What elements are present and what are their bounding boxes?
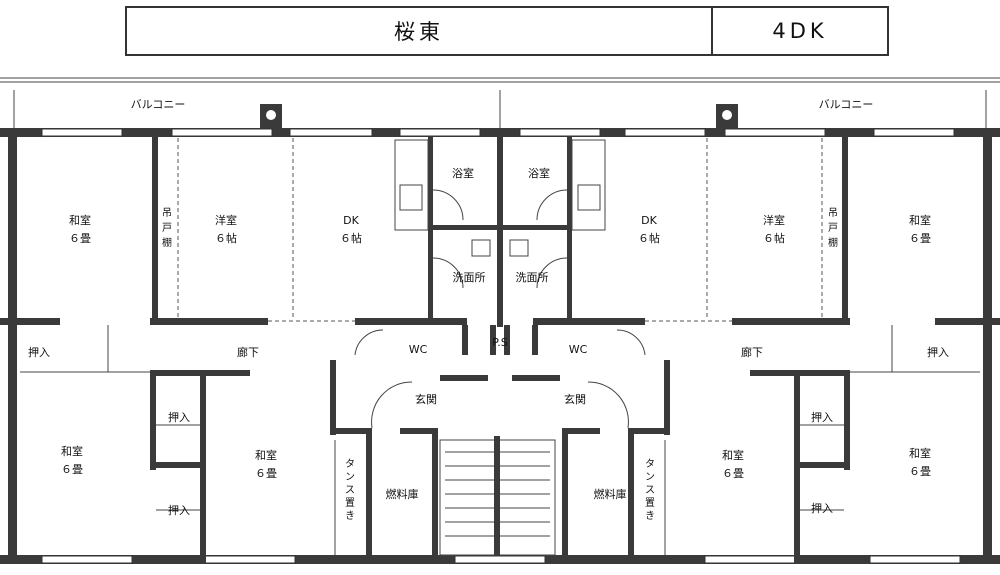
- party-wall: [497, 137, 503, 327]
- room-washroom-right: 洗面所: [516, 271, 549, 284]
- building-name: 桜東: [394, 20, 444, 44]
- closet-left-hall: 押入: [28, 345, 50, 359]
- tansu-right-3: ス: [645, 485, 655, 496]
- header-name-box: 桜東: [125, 6, 713, 56]
- tansu-right-1: タ: [645, 458, 655, 470]
- door-swings: [354, 189, 646, 429]
- hanging-shelf-left-3: 棚: [162, 236, 172, 249]
- hall-right: 廊下: [741, 345, 763, 359]
- tansu-right-2: ン: [645, 472, 655, 483]
- room-size-youshitsu-left: ６帖: [215, 232, 237, 245]
- room-size-dk-left: ６帖: [340, 232, 362, 245]
- interior-walls-right: [500, 137, 1000, 564]
- hanging-shelf-left-2: 戸: [162, 222, 172, 234]
- room-size-dk-right: ６帖: [638, 232, 660, 245]
- hanging-shelf-right-3: 棚: [828, 236, 838, 249]
- hanging-shelf-right-1: 吊: [828, 207, 838, 219]
- hanging-shelf-left-1: 吊: [162, 207, 172, 219]
- vent-box-right: [716, 104, 738, 130]
- tansu-right-5: き: [645, 510, 655, 522]
- header-layout-box: 4DK: [711, 6, 889, 56]
- windows-bottom: [41, 555, 961, 564]
- room-size-left-top: ６畳: [69, 232, 91, 245]
- room-size-youshitsu-right: ６帖: [763, 232, 785, 245]
- entrance-left: 玄関: [415, 392, 437, 406]
- tansu-left-5: き: [345, 510, 355, 522]
- tansu-left-4: 置: [345, 497, 355, 509]
- room-washitsu-left-mid: 和室: [255, 448, 277, 462]
- kitchen-fixtures: [394, 139, 606, 257]
- tansu-left-1: タ: [345, 458, 355, 470]
- tansu-left-2: ン: [345, 472, 355, 483]
- windows-top: [41, 128, 955, 137]
- tansu-area-right: タ ン ス 置 き: [645, 458, 655, 522]
- room-washroom-left: 洗面所: [453, 271, 486, 284]
- balcony-label-left: バルコニー: [131, 98, 186, 111]
- tansu-right-4: 置: [645, 497, 655, 509]
- room-size-right-top: ６畳: [909, 232, 931, 245]
- staircase: [439, 436, 556, 556]
- closet-partitions: [20, 325, 980, 555]
- fuel-storage-right: 燃料庫: [594, 487, 627, 501]
- room-washitsu-right-mid: 和室: [722, 448, 744, 462]
- closet-right-bottom: 押入: [811, 501, 833, 515]
- room-size-left-mid: ６畳: [255, 467, 277, 480]
- dashed-partitions: [177, 138, 823, 322]
- wc-right: WC: [569, 343, 588, 356]
- layout-type: 4DK: [772, 19, 828, 43]
- room-dk-left: DK: [343, 214, 359, 227]
- entrance-right: 玄関: [564, 392, 586, 406]
- hall-left: 廊下: [237, 345, 259, 359]
- vent-box-left: [260, 104, 282, 130]
- balcony-label-right: バルコニー: [819, 98, 874, 111]
- room-bath-left: 浴室: [452, 166, 474, 180]
- room-bath-right: 浴室: [528, 166, 550, 180]
- room-youshitsu-left: 洋室: [215, 213, 237, 227]
- closet-left-mid: 押入: [168, 410, 190, 424]
- room-size-right-bottom: ６畳: [909, 465, 931, 478]
- wc-left: WC: [409, 343, 428, 356]
- hanging-shelf-right-2: 戸: [828, 222, 838, 234]
- room-washitsu-left-bottom: 和室: [61, 444, 83, 458]
- fuel-storage-left: 燃料庫: [386, 487, 419, 501]
- room-washitsu-left-top: 和室: [69, 213, 91, 227]
- room-washitsu-right-bottom: 和室: [909, 446, 931, 460]
- room-washitsu-right-top: 和室: [909, 213, 931, 227]
- room-dk-right: DK: [641, 214, 657, 227]
- ps-shaft: P.S: [492, 336, 507, 349]
- closet-right-mid: 押入: [811, 410, 833, 424]
- room-size-right-mid: ６畳: [722, 467, 744, 480]
- closet-left-bottom: 押入: [168, 503, 190, 517]
- interior-walls-left: [0, 137, 500, 564]
- room-size-left-bottom: ６畳: [61, 463, 83, 476]
- balcony-outline: [0, 77, 1000, 128]
- tansu-left-3: ス: [345, 485, 355, 496]
- room-youshitsu-right: 洋室: [763, 213, 785, 227]
- tansu-area-left: タ ン ス 置 き: [345, 458, 355, 522]
- closet-right-hall: 押入: [927, 345, 949, 359]
